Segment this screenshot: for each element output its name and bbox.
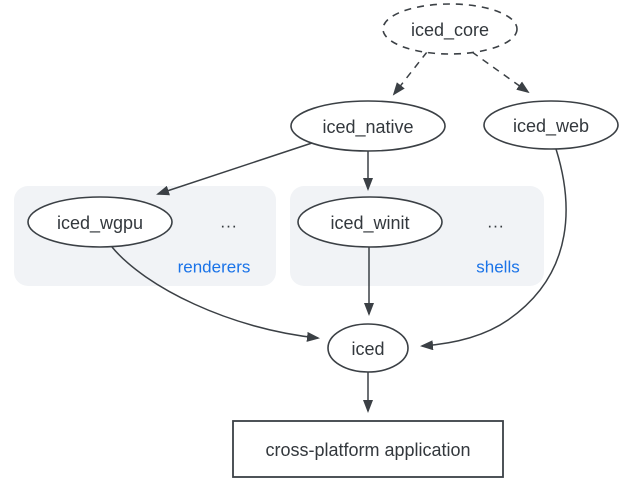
iced-core-ellipse [382, 3, 518, 55]
edge-iced_web-iced [420, 148, 567, 351]
edge-iced_wgpu-iced [111, 246, 320, 342]
node-iced-wgpu: iced_wgpu [27, 196, 173, 248]
iced-winit-label: iced_winit [330, 213, 409, 234]
renderers-label: renderers [178, 258, 251, 277]
iced-winit-ellipse [297, 196, 443, 248]
iced-ellipse [327, 323, 409, 373]
iced-native-label: iced_native [322, 117, 413, 138]
node-iced-winit: iced_winit [297, 196, 443, 248]
iced-core-label: iced_core [411, 20, 489, 41]
node-iced: iced [327, 323, 409, 373]
iced-native-ellipse [290, 100, 446, 152]
shells-label: shells [476, 258, 519, 277]
edge-iced_native-iced_wgpu [156, 142, 313, 196]
iced-label: iced [351, 339, 384, 359]
renderers-ellipsis: ... [220, 213, 237, 232]
edge-iced_core-iced_native [392, 51, 428, 96]
iced-wgpu-ellipse [27, 196, 173, 248]
iced-web-label: iced_web [513, 116, 589, 137]
iced-wgpu-label: iced_wgpu [57, 213, 143, 234]
node-iced-web: iced_web [483, 100, 619, 150]
node-cross-platform-application: cross-platform application [232, 420, 504, 478]
app-rect [232, 420, 504, 478]
node-iced-core: iced_core [382, 3, 518, 55]
iced-web-ellipse [483, 100, 619, 150]
app-label: cross-platform application [265, 440, 470, 460]
edge-iced_core-iced_web [471, 51, 530, 94]
node-iced-native: iced_native [290, 100, 446, 152]
shells-ellipsis: ... [487, 213, 504, 232]
